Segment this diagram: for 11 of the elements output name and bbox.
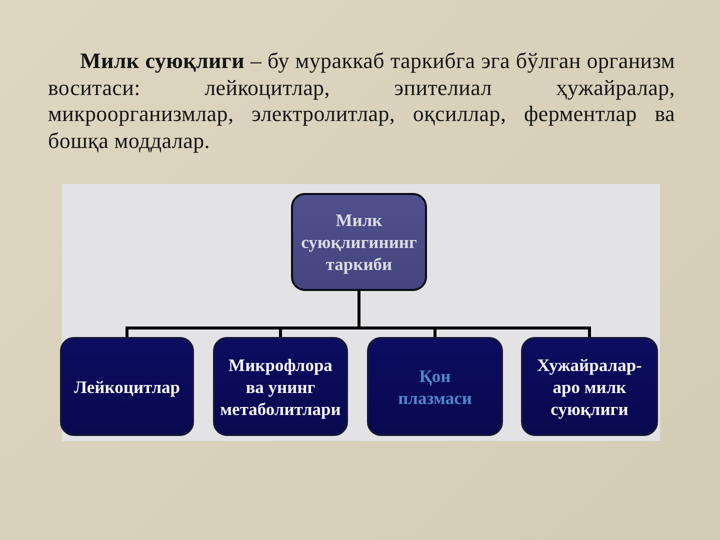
category-box xyxy=(213,337,348,436)
box-label: Қон плазмаси xyxy=(397,364,473,408)
category-box xyxy=(367,337,503,436)
category-box xyxy=(521,337,658,436)
box-label: Микрофлора ва унинг метаболитлари xyxy=(219,354,342,420)
box-label: Милк суюқлигининг таркиби xyxy=(300,209,418,275)
box-label: Лейкоцитлар xyxy=(74,376,180,398)
box-label: Хужайралар-аро милк суюқлиги xyxy=(536,354,643,420)
description-paragraph: Милк суюқлиги – бу мураккаб таркибга эга бўлган организм воситаси: лейкоцитлар, эпителиал ҳужайралар, микроорганизмлар, электролитлар, оқсиллар, ферментлар ва бошқа моддалар. xyxy=(48,48,675,154)
topic-box xyxy=(291,193,427,291)
category-box xyxy=(60,337,194,436)
